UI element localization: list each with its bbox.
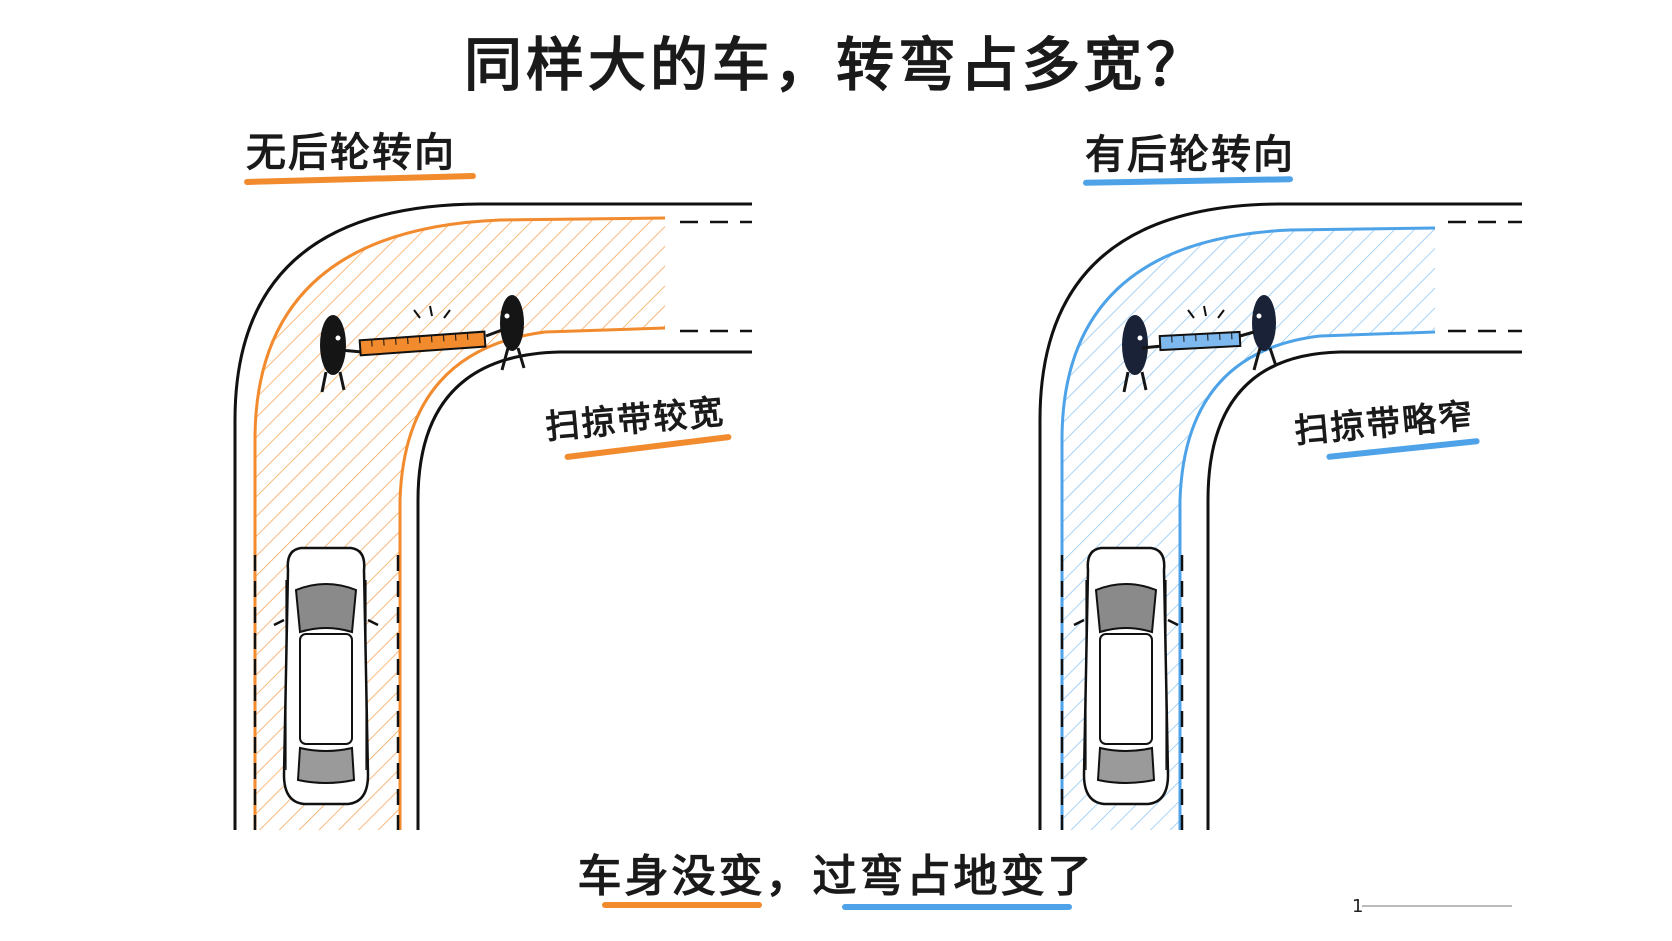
right-figure-a <box>1122 315 1148 375</box>
right-panel-label: 有后轮转向 <box>1085 132 1295 178</box>
right-measuring-figures <box>1122 295 1278 393</box>
left-ruler <box>358 330 487 357</box>
right-figure-b <box>1252 295 1276 351</box>
right-road-outer-edge <box>1038 202 1522 830</box>
bottom-caption-underline-blue <box>842 904 1072 910</box>
bottom-caption-underline-orange <box>602 902 762 908</box>
left-car <box>273 546 379 806</box>
right-band-inner-edge <box>1178 330 1436 830</box>
left-road-outer-edge <box>233 202 752 830</box>
right-ruler <box>1158 330 1242 352</box>
left-panel-label: 无后轮转向 <box>246 130 456 176</box>
left-band-outer-edge <box>253 216 666 830</box>
left-road-inner-edge <box>416 350 752 830</box>
bottom-caption: 车身没变，过弯占地变了 <box>0 840 1672 904</box>
right-car <box>1073 546 1179 806</box>
right-band-outer-edge <box>1060 226 1436 830</box>
left-figure-b <box>500 295 524 351</box>
page-corner-line <box>1362 905 1512 907</box>
bottom-caption-part2: 过弯占地变了 <box>812 851 1095 902</box>
bottom-caption-part1: 车身没变， <box>577 851 813 902</box>
right-road-inner-edge <box>1206 350 1522 830</box>
left-figure-a <box>320 315 346 375</box>
page-title: 同样大的车，转弯占多宽？ <box>463 31 1208 99</box>
page-number: 1 <box>1352 896 1364 917</box>
left-measuring-figures <box>320 295 526 393</box>
